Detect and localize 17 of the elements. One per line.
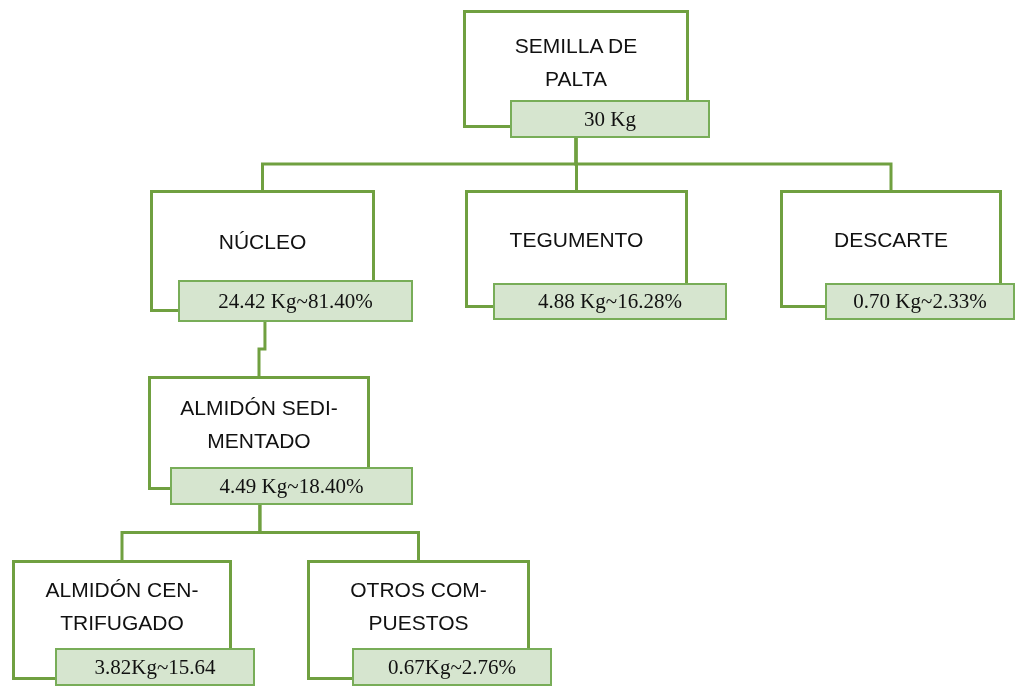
value-label: 3.82Kg~15.64 [55,648,255,686]
connector-line [257,322,267,376]
box-title: SEMILLA DE PALTA [513,33,639,92]
box-title: DESCARTE [833,227,949,253]
value-label: 4.49 Kg~18.40% [170,467,413,505]
connector-line [258,505,420,560]
connector-line [574,138,893,190]
value-label: 4.88 Kg~16.28% [493,283,727,320]
value-label: 24.42 Kg~81.40% [178,280,413,322]
box-title: ALMIDÓN SEDI-MENTADO [179,395,339,454]
box-title: NÚCLEO [217,229,308,255]
box-title: OTROS COM-PUESTOS [349,577,488,636]
value-label: 0.70 Kg~2.33% [825,283,1015,320]
value-label: 30 Kg [510,100,710,138]
value-label: 0.67Kg~2.76% [352,648,552,686]
box-title: ALMIDÓN CEN-TRIFUGADO [44,577,200,636]
box-title: TEGUMENTO [508,227,645,253]
